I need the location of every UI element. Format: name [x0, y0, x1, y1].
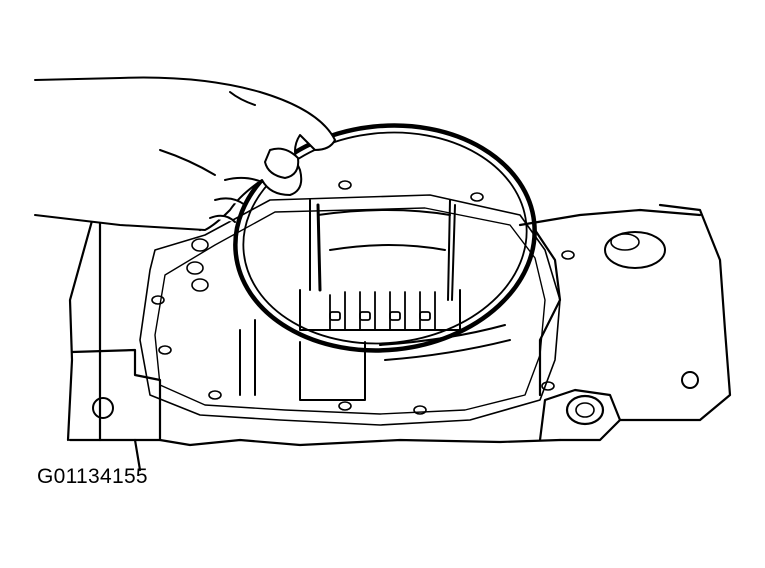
seal-ring [233, 123, 537, 353]
drum-housing [239, 199, 511, 401]
figure-id-label: G01134155 [37, 465, 148, 488]
gear-teeth [329, 291, 436, 331]
bolt-holes [92, 180, 699, 426]
hand [34, 76, 336, 231]
